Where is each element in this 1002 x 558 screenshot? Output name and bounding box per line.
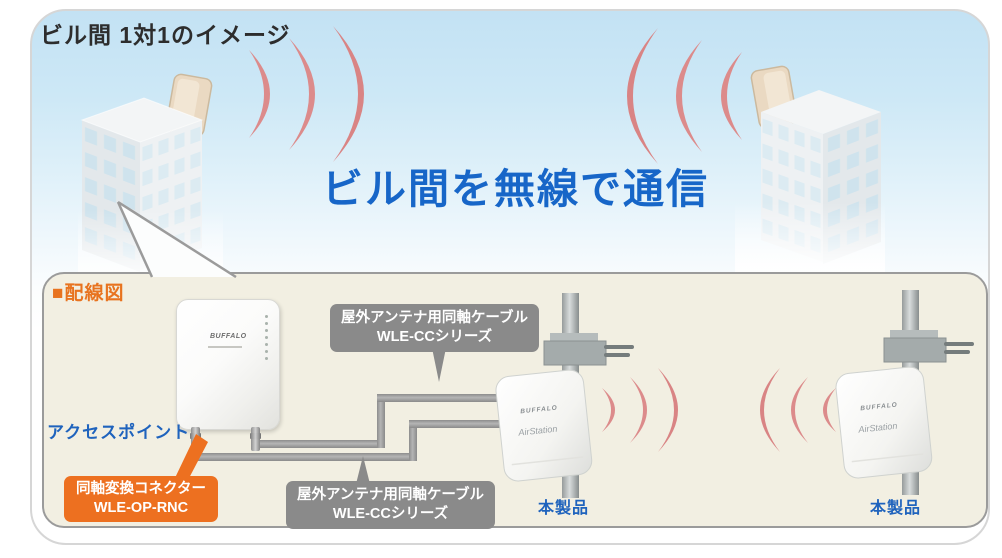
section-label: ■配線図 (52, 283, 125, 304)
headline: ビル間を無線で通信 (322, 166, 709, 212)
wifi-waves-top-right (598, 26, 748, 166)
coax-cable-segment (191, 453, 417, 461)
cable-callout-bottom-line1: 屋外アンテナ用同軸ケーブル (297, 487, 485, 503)
building-left (78, 73, 223, 305)
building-right (735, 65, 885, 292)
buffalo-logo: BUFFALO (520, 404, 558, 415)
cable-callout-top-pointer (432, 348, 446, 382)
wifi-waves-mid-right (740, 366, 840, 454)
mounting-bracket (543, 333, 634, 366)
outdoor-antenna-right: BUFFALO AirStation (835, 290, 974, 495)
airstation-logo: AirStation (517, 424, 558, 438)
connector-callout-arrow (174, 434, 208, 480)
outdoor-antenna-left: BUFFALO AirStation (495, 293, 634, 498)
connector-callout-line1: 同軸変換コネクター (76, 481, 206, 497)
airstation-logo: AirStation (857, 421, 898, 435)
wifi-waves-mid-left (602, 368, 678, 452)
page-title: ビル間 1対1のイメージ (40, 22, 291, 48)
cable-callout-bottom: 屋外アンテナ用同軸ケーブル WLE-CCシリーズ (286, 481, 496, 529)
ap-model-line (208, 346, 242, 348)
led-indicators (265, 315, 268, 360)
buffalo-logo: BUFFALO (860, 401, 898, 412)
access-point-device: BUFFALO (176, 299, 280, 430)
access-point-label: アクセスポイント (47, 423, 191, 442)
antenna-panel: BUFFALO AirStation (495, 369, 593, 482)
cable-callout-top-line2: WLE-CCシリーズ (376, 328, 493, 345)
coax-cable-segment (409, 420, 505, 428)
product-label-right: 本製品 (870, 500, 922, 517)
connector-callout: 同軸変換コネクター WLE-OP-RNC (64, 476, 218, 522)
coax-cable-segment (409, 420, 417, 461)
antenna-connector-right (250, 427, 261, 451)
connector-callout-line2: WLE-OP-RNC (93, 499, 189, 516)
mounting-bracket (883, 330, 974, 363)
wifi-waves-top-left (249, 26, 364, 162)
coax-cable-segment (377, 394, 505, 402)
antenna-panel: BUFFALO AirStation (835, 366, 933, 479)
product-label-left: 本製品 (538, 500, 590, 517)
panel-callout-tail (116, 200, 237, 278)
cable-callout-bottom-line2: WLE-CCシリーズ (332, 505, 449, 522)
coax-cable-segment (251, 440, 385, 448)
coax-cable-segment (377, 394, 385, 448)
buffalo-logo: BUFFALO (210, 333, 247, 340)
cable-callout-top: 屋外アンテナ用同軸ケーブル WLE-CCシリーズ (330, 304, 540, 352)
cable-callout-bottom-pointer (356, 456, 370, 484)
cable-callout-top-line1: 屋外アンテナ用同軸ケーブル (341, 310, 529, 326)
